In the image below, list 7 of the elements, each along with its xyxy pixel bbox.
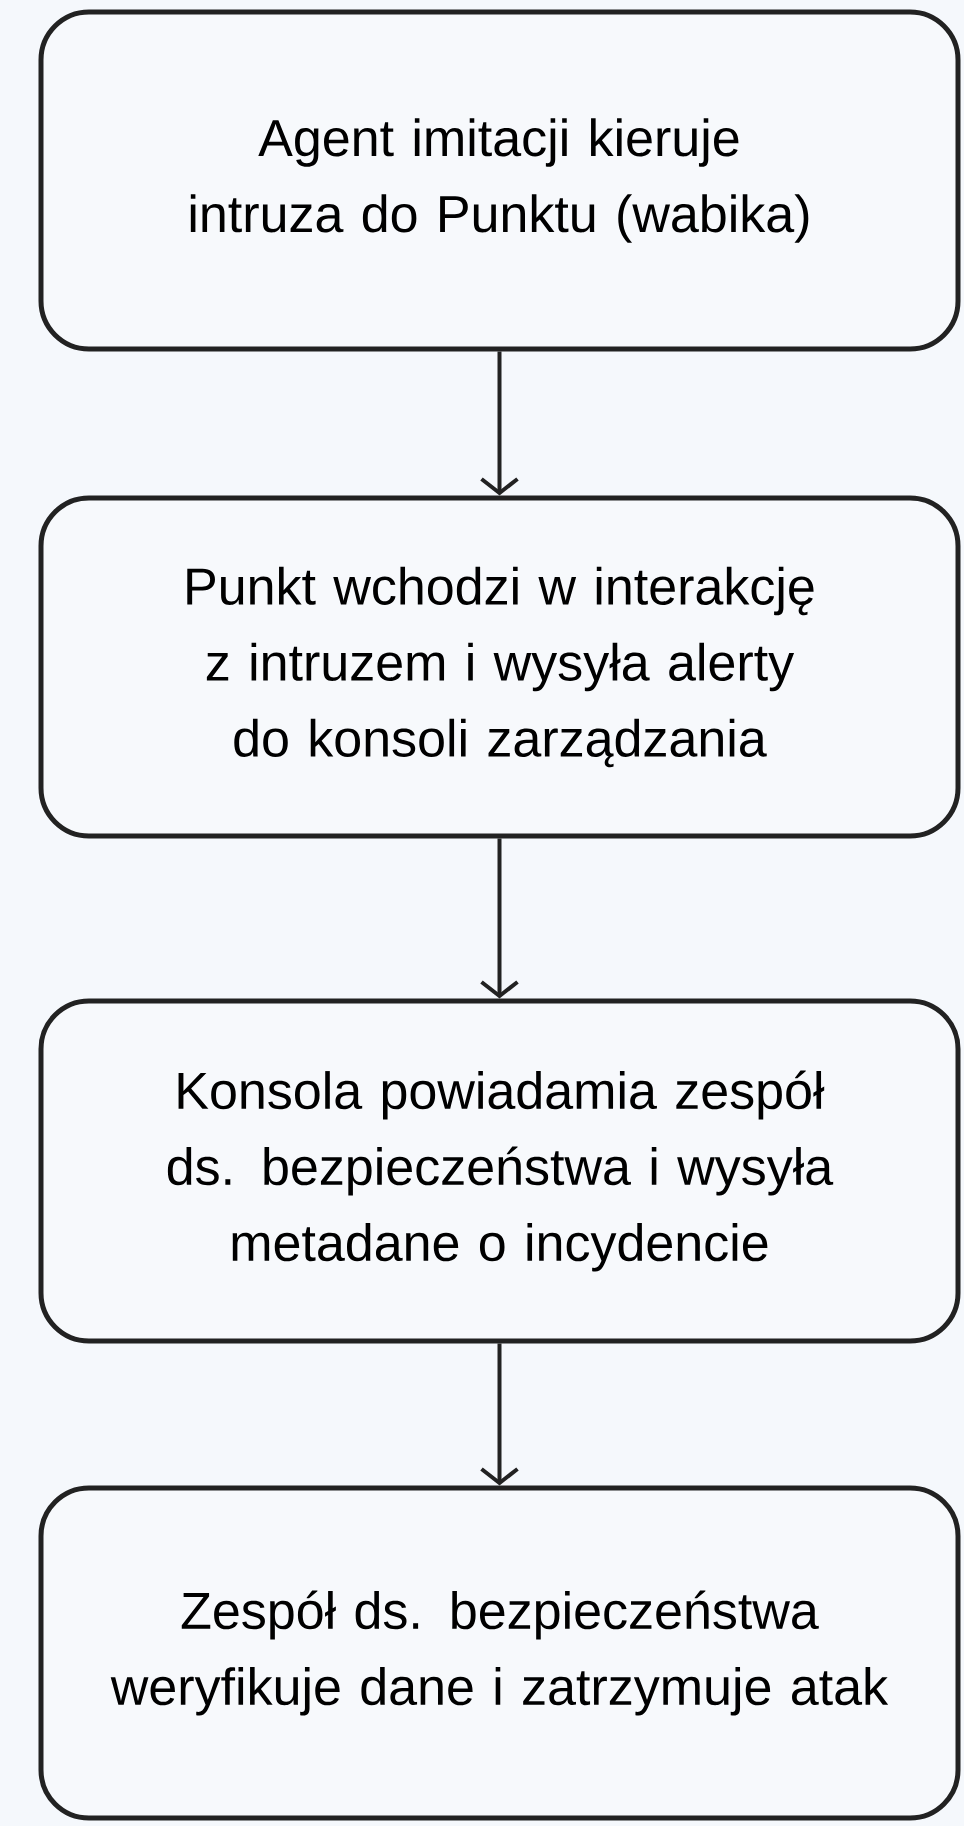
arrow xyxy=(480,838,519,999)
process-box: Konsola powiadamia zespół ds. bezpieczeństwa i wysyła metadane o incydencie xyxy=(38,998,961,1344)
arrow xyxy=(480,351,519,496)
process-box: Punkt wchodzi w interakcję z intruzem i wysyła alerty do konsoli zarządzania xyxy=(38,495,961,839)
arrow xyxy=(480,1343,519,1486)
process-box: Agent imitacji kieruje intruza do Punktu (wabika) xyxy=(38,9,961,352)
process-box: Zespół ds. bezpieczeństwa weryfikuje dane i zatrzymuje atak xyxy=(38,1485,961,1821)
